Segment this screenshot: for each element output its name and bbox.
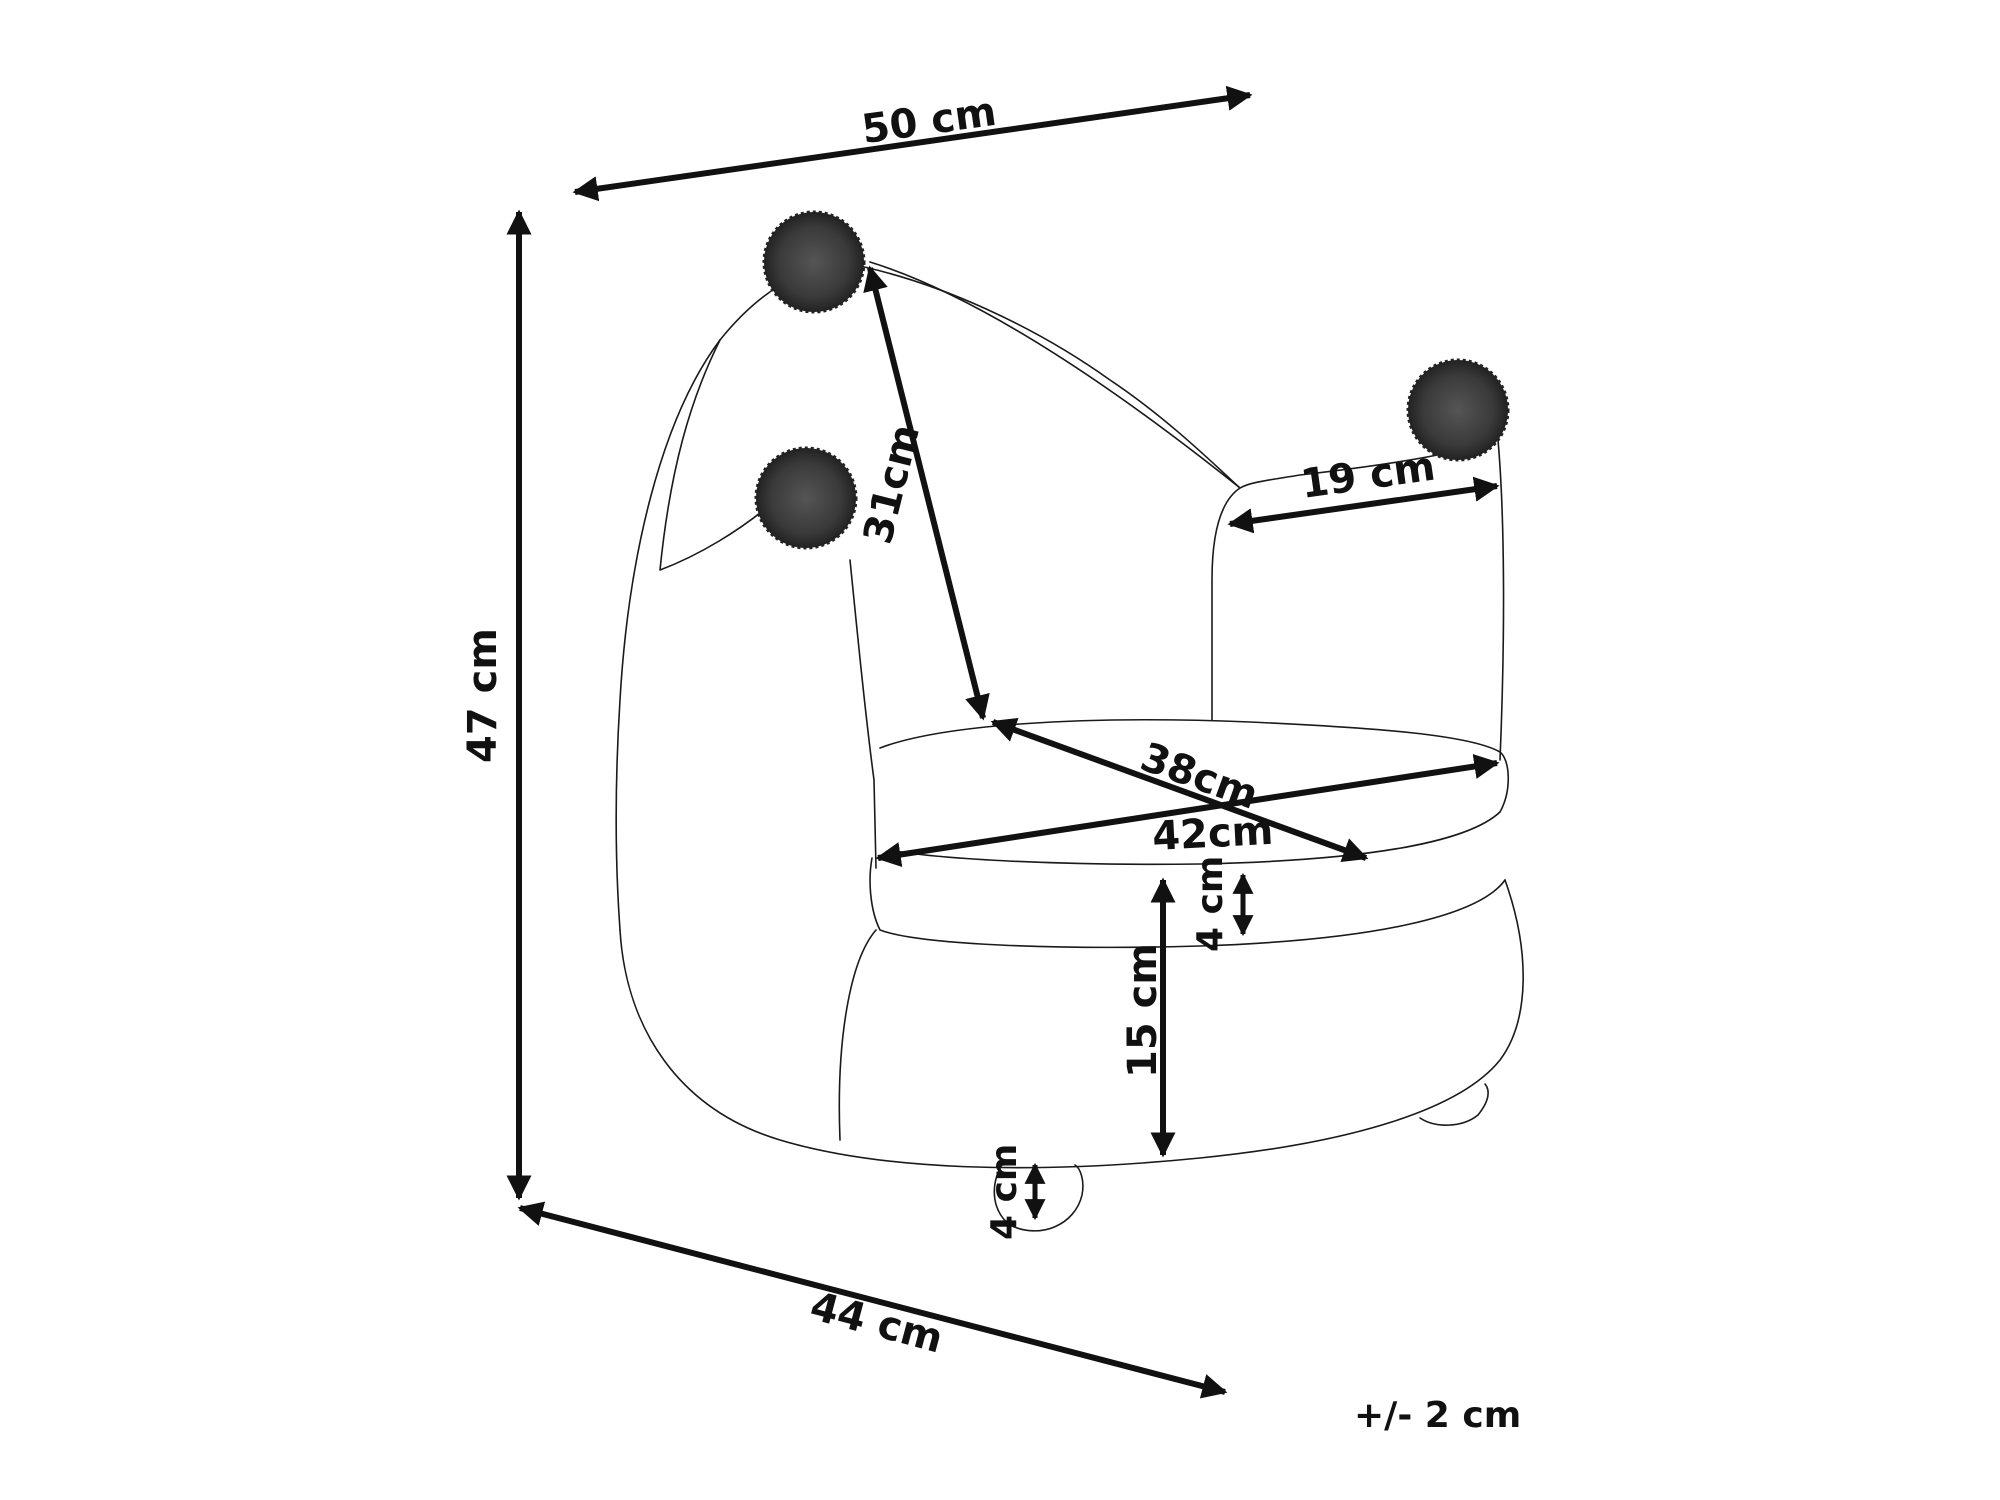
pom-pom-left: [754, 446, 858, 550]
seat-depth-arrow: [990, 717, 1369, 863]
chair-back-top: [869, 261, 1241, 489]
dimension-lines: [506, 85, 1500, 1399]
pom-pom-decoration: [754, 210, 1510, 550]
width-arrow: [572, 85, 1253, 202]
seat-height-label: 15 cm: [1120, 943, 1166, 1078]
depth-label: 44 cm: [805, 1283, 947, 1362]
base-seam: [838, 929, 877, 1141]
tolerance-note: +/- 2 cm: [1354, 1395, 1522, 1436]
width-label: 50 cm: [859, 89, 999, 153]
seat-cushion-front: [869, 857, 1506, 949]
left-ear-notch: [659, 339, 771, 571]
foot-label: 4 cm: [984, 1144, 1025, 1240]
cushion-label: 4 cm: [1190, 856, 1231, 952]
arm-length-arrow: [1227, 476, 1500, 534]
pom-pom-top: [762, 210, 866, 314]
chair-outline: [615, 261, 1524, 1232]
depth-arrow: [517, 1201, 1228, 1399]
back-height-label: 31cm: [855, 420, 929, 549]
height-label: 47 cm: [460, 628, 506, 763]
chair-back-shell: [615, 261, 1241, 931]
chair-base: [619, 879, 1524, 1169]
right-arm: [1497, 439, 1505, 761]
dimension-labels: 50 cm 47 cm 44 cm 31cm 19 cm 38cm 42cm 4…: [460, 89, 1438, 1363]
left-arm: [849, 559, 877, 869]
back-foot: [1419, 1083, 1489, 1126]
seat-width-label: 42cm: [1151, 808, 1274, 860]
back-height-arrow: [863, 265, 990, 721]
pom-pom-right: [1406, 358, 1510, 462]
